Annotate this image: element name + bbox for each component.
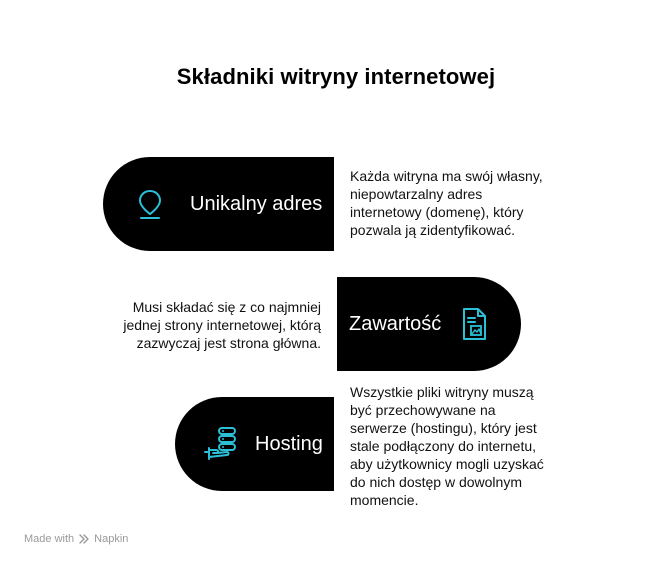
description-line: momencie. — [350, 492, 419, 508]
napkin-brand-label: Napkin — [94, 533, 129, 545]
item-hosting-pill: Hosting — [175, 397, 334, 491]
description-line: aby użytkownicy mogli uzyskać — [350, 456, 544, 472]
description-line: zazwyczaj jest strona główna. — [136, 335, 321, 351]
description-line: internetowy (domenę), który — [350, 204, 524, 220]
description-line: jednej strony internetowej, którą — [123, 317, 321, 333]
item-description: Wszystkie pliki witryny muszą być przech… — [350, 383, 580, 509]
description-line: niepowtarzalny adres — [350, 186, 483, 202]
page-title: Składniki witryny internetowej — [176, 64, 496, 89]
description-line: Musi składać się z co najmniej — [132, 299, 321, 315]
description-line: pozwala ją zidentyfikować. — [350, 222, 515, 238]
made-with-footer: Made with Napkin — [24, 533, 128, 545]
description-line: Wszystkie pliki witryny muszą — [350, 384, 534, 400]
item-zawartosc-pill: Zawartość — [337, 277, 521, 371]
item-description: Każda witryna ma swój własny, niepowtarz… — [350, 167, 570, 239]
location-pin-icon — [139, 190, 161, 219]
description-line: stale podłączony do internetu, — [350, 438, 537, 454]
server-hand-icon — [204, 427, 236, 460]
napkin-logo-icon — [79, 534, 89, 544]
item-unikalny-adres-pill: Unikalny adres — [103, 157, 334, 251]
item-description: Musi składać się z co najmniej jednej st… — [86, 298, 321, 352]
description-line: serwerze (hostingu), który jest — [350, 420, 537, 436]
item-label: Unikalny adres — [190, 192, 323, 215]
description-line: do nich dostęp w dowolnym — [350, 474, 522, 490]
description-line: być przechowywane na — [350, 402, 496, 418]
item-label: Zawartość — [349, 312, 442, 335]
made-with-label: Made with — [24, 533, 75, 545]
document-image-icon — [463, 308, 486, 340]
description-line: Każda witryna ma swój własny, — [350, 168, 543, 184]
item-label: Hosting — [255, 432, 323, 455]
